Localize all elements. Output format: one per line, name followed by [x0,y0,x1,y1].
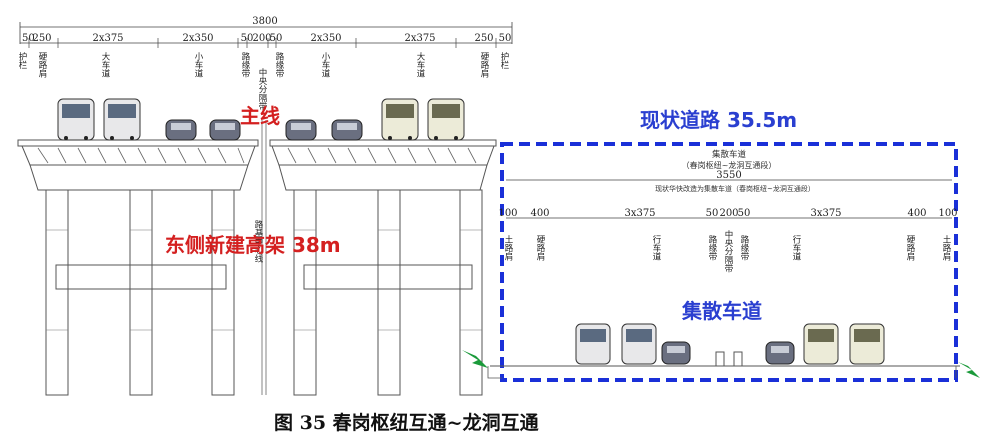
lane-label: 硬路肩 [535,235,545,261]
existing-subtitle: （春岗枢纽~龙洞互通段） [682,160,777,170]
top-dim-values: 50 250 2x375 2x350 50 200 50 2x350 2x375… [22,33,511,44]
dim-value: 50 [738,208,751,219]
lane-label: 大车道 [100,51,110,78]
dim-value: 50 [270,33,283,44]
lane-label: 小车道 [320,51,330,78]
lane-label: 大车道 [415,51,425,78]
lane-label: 中央分隔带 [723,229,733,273]
existing-lane-labels: 土路肩 硬路肩 行车道 路缘带 中央分隔带 路缘带 行车道 硬路肩 土路肩 [503,229,951,273]
bus-icon [575,323,611,365]
caption-fade [604,406,774,436]
viaduct-columns [45,189,483,396]
existing-title: 集散车道 [712,149,747,160]
bus-icon [103,98,141,141]
lane-label: 中央分隔带 [257,67,267,111]
elevated-deck [17,139,497,191]
lane-label: 硬路肩 [37,52,47,78]
dim-value: 400 [907,208,926,219]
car-icon [765,341,795,365]
lane-label: 路缘带 [707,234,717,261]
mainline-label: 主线 [240,104,280,128]
dim-value: 100 [938,208,957,219]
existing-road-label: 现状道路 35.5m [640,108,797,132]
dim-value: 3x375 [624,208,655,219]
bus-icon [381,98,419,141]
existing-dim-values: 100 400 3x375 50 200 50 3x375 400 100 [498,208,957,219]
existing-total-width: 3550 [716,170,741,181]
lane-label: 行车道 [651,234,661,261]
top-deck-vehicles [57,98,465,141]
dim-value: 50 [706,208,719,219]
dim-value: 50 [22,33,35,44]
figure-caption: 图 35 春岗枢纽互通~龙洞互通 [274,412,539,434]
collector-label: 集散车道 [681,299,762,323]
existing-note: 现状华快改造为集散车道（春岗枢纽~龙洞互通段） [655,184,815,193]
green-marker-icon [958,362,980,378]
dim-value: 250 [474,33,493,44]
center-note: 路基中心线 [253,219,263,262]
bus-icon [427,98,465,141]
dim-value: 2x375 [92,33,123,44]
bus-icon [57,98,95,141]
dim-value: 50 [499,33,512,44]
dim-value: 400 [530,208,549,219]
east-viaduct-label: 东侧新建高架 38m [165,233,341,257]
car-icon [165,119,197,141]
retaining-edge [487,366,957,379]
car-icon [331,119,363,141]
car-icon [661,341,691,365]
dim-value: 50 [241,33,254,44]
dim-value: 250 [32,33,51,44]
existing-road-surface [490,351,960,367]
dim-value: 2x375 [404,33,435,44]
bus-icon [849,323,885,365]
car-icon [209,119,241,141]
column-joints [46,229,482,331]
car-icon [285,119,317,141]
lane-label: 硬路肩 [479,52,489,78]
lane-label: 路缘带 [274,51,284,78]
existing-vehicles [575,323,885,365]
dim-value: 3x375 [810,208,841,219]
center-divider [261,120,267,395]
lane-label: 硬路肩 [905,235,915,261]
top-lane-labels: 护栏 硬路肩 大车道 小车道 路缘带 中央分隔带 路缘带 小车道 大车道 硬路肩… [17,51,509,111]
dim-value: 200 [719,208,738,219]
top-dimension-lines [19,22,513,44]
lane-label: 小车道 [193,51,203,78]
lane-label: 路缘带 [739,234,749,261]
dim-value: 200 [252,33,271,44]
lane-label: 行车道 [791,234,801,261]
lane-label: 护栏 [499,51,509,70]
total-width-label: 3800 [252,16,277,27]
bus-icon [803,323,839,365]
existing-road-box [500,142,958,382]
top-dim-ticks [28,38,497,48]
lane-label: 路缘带 [240,51,250,78]
dim-value: 100 [498,208,517,219]
dim-value: 2x350 [310,33,341,44]
bus-icon [621,323,657,365]
green-marker-icon [462,350,488,368]
lane-label: 护栏 [17,51,27,70]
lane-label: 土路肩 [941,234,951,261]
lane-label: 土路肩 [503,234,513,261]
dim-value: 2x350 [182,33,213,44]
